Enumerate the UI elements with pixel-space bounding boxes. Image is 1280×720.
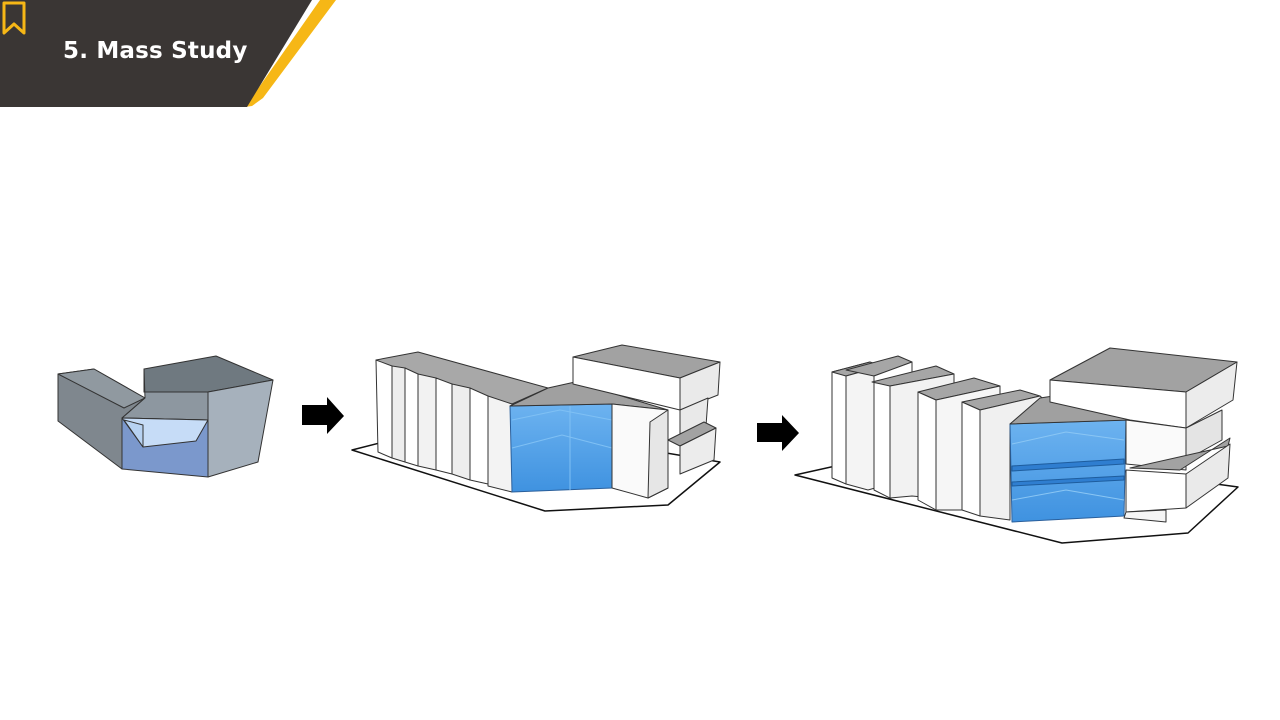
accent-stripe	[245, 0, 336, 107]
arrow-right-icon	[302, 397, 344, 434]
header-panel	[0, 0, 312, 107]
arrow-right-icon	[757, 415, 799, 451]
header-background	[0, 0, 336, 107]
mass-stage-2	[351, 344, 721, 512]
mass-stage-1	[57, 355, 274, 478]
section-header: 5. Mass Study	[0, 0, 340, 110]
page-title: 5. Mass Study	[63, 38, 248, 64]
mass-stage-3	[794, 347, 1239, 544]
bookmark-icon	[2, 1, 26, 35]
